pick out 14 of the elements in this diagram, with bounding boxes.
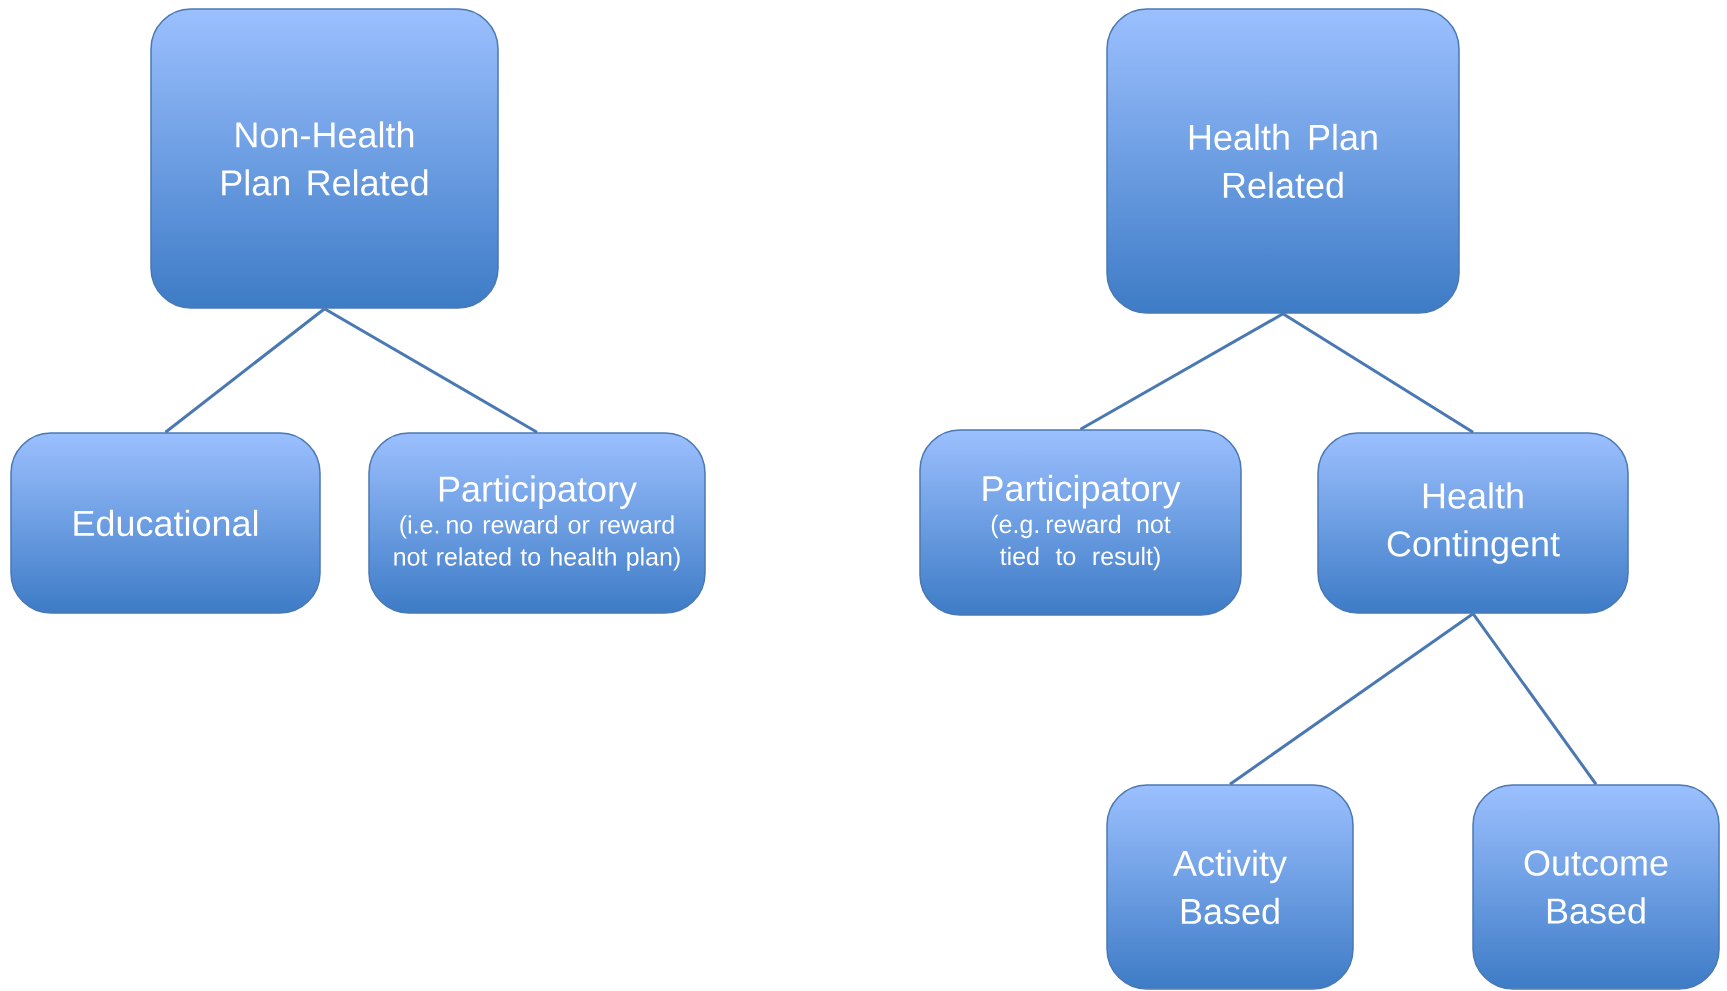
connector-line bbox=[164, 307, 326, 434]
category-box: Activity Based bbox=[1106, 784, 1354, 990]
category-box: Outcome Based bbox=[1472, 784, 1720, 990]
connector-line bbox=[1282, 312, 1474, 434]
connector-line bbox=[323, 307, 538, 434]
category-box: Health Contingent bbox=[1317, 432, 1629, 614]
category-box: Participatory (e.g. reward not tied to result) bbox=[919, 429, 1242, 616]
category-box: Educational bbox=[10, 432, 321, 614]
category-box: Participatory (i.e. no reward or reward not related to health plan) bbox=[368, 432, 706, 614]
connector-line bbox=[1229, 612, 1474, 786]
connector-line bbox=[1471, 612, 1598, 786]
category-box: Health Plan Related bbox=[1106, 8, 1460, 314]
connector-line bbox=[1079, 312, 1284, 431]
category-box: Non-Health Plan Related bbox=[150, 8, 499, 309]
